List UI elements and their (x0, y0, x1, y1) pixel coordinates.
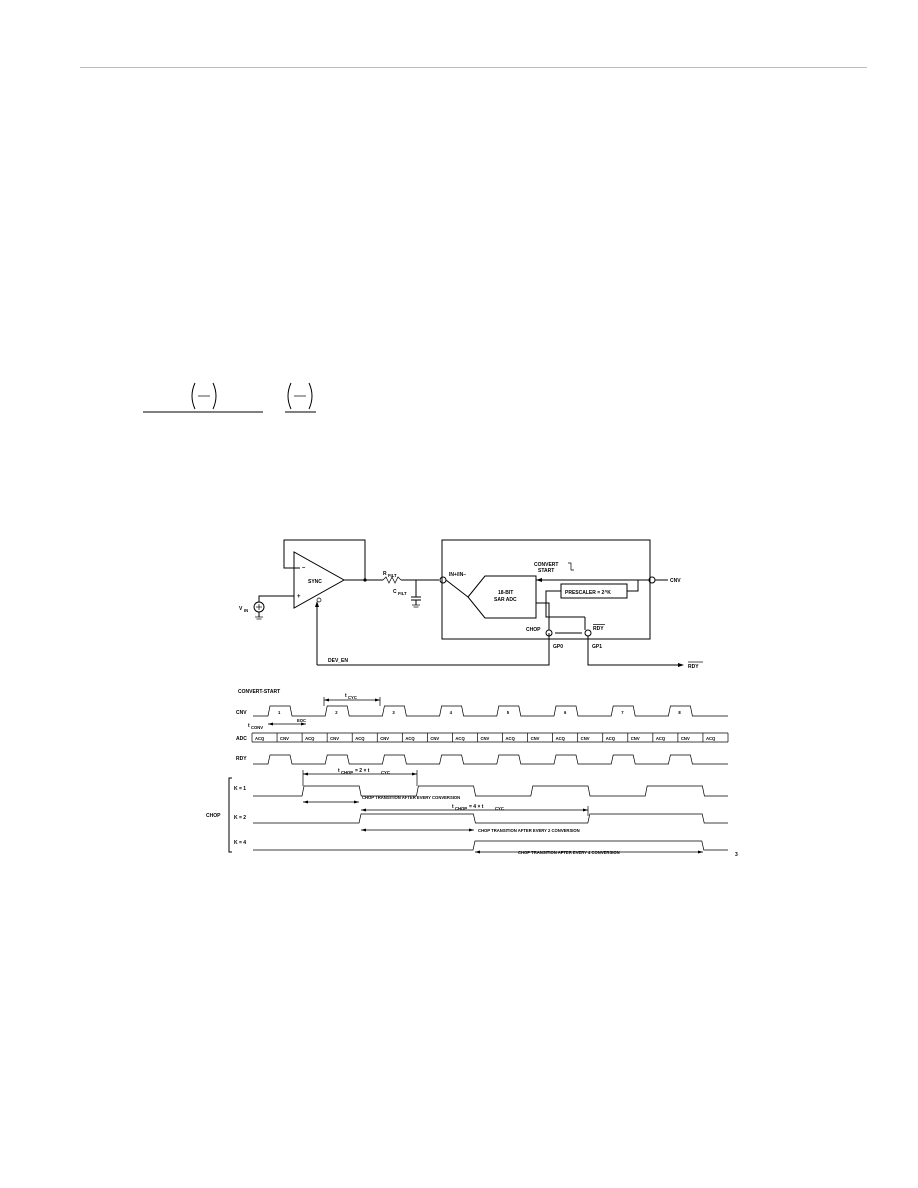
gp0-label: GP0 (553, 644, 563, 650)
gp0-pin (545, 629, 553, 637)
sar-adc (467, 575, 537, 619)
enable-pin (316, 597, 322, 603)
chop-inner-label: CHOP (526, 627, 541, 633)
rfilt-label: R (383, 571, 387, 577)
prescaler-label: PRESCALER = 2^K (565, 590, 611, 596)
adc-row-label: ADC (236, 736, 247, 742)
in-label: IN+/IN– (449, 572, 466, 578)
k2-label: K = 2 (234, 815, 246, 821)
rdy-row-label: RDY (236, 756, 247, 762)
k4-note: CHOP TRANSITION AFTER EVERY 4 CONVERSION (518, 850, 620, 855)
convert-start-line2: START (538, 568, 554, 574)
cnv-waveform: 1 2 3 4 5 6 7 8 (253, 705, 728, 717)
cfilt-sub: FILT (398, 591, 407, 596)
cnv-row-label: CNV (236, 710, 247, 716)
tchop-k2-sub: CHOP (455, 806, 467, 811)
adc-state-row: ACQ CNV ACQ CNV ACQ CNV ACQ CNV ACQ CNV ACQ CNV ACQ C… (251, 732, 729, 743)
chop-k2-waveform (253, 813, 728, 824)
vin-label: V (239, 606, 243, 612)
adc-state: CNV (380, 736, 389, 741)
conversion-number: 6 (564, 710, 567, 715)
sync-opamp (293, 551, 346, 609)
adc-state: ACQ (656, 736, 666, 741)
tchop-k1-eq: = 2 × t (355, 768, 370, 774)
rdy-output-wire (587, 636, 682, 666)
adc-state: ACQ (556, 736, 566, 741)
dev-en-wire (317, 633, 550, 666)
cnv-pin-label: CNV (670, 578, 681, 584)
adc-state: ACQ (305, 736, 315, 741)
header-rule (80, 67, 867, 68)
adc-state: ACQ (606, 736, 616, 741)
conversion-number: 1 (278, 710, 281, 715)
rdy-out-label: RDY (688, 664, 699, 670)
tchop-k1-sub2: CYC (381, 770, 390, 775)
tconv-sub: CONV (251, 725, 263, 730)
adc-state: ACQ (255, 736, 265, 741)
adc-state: CNV (681, 736, 690, 741)
rfilt-sub: FILT (388, 573, 397, 578)
figure-number: 3 (735, 852, 738, 858)
dev-en-label: DEV_EN (328, 658, 348, 664)
rdy-waveform (253, 754, 728, 765)
vin-sub: IN (244, 608, 248, 613)
k2-note: CHOP TRANSITION AFTER EVERY 2 CONVERSION (478, 828, 580, 833)
adc-state: ACQ (506, 736, 516, 741)
tchop-k1-sub: CHOP (341, 770, 353, 775)
tchop-k1-label: t (338, 768, 340, 774)
tcyc-sub: CYC (348, 695, 357, 700)
tchop-k2-sub2: CYC (495, 806, 504, 811)
adc-state: CNV (531, 736, 540, 741)
tchop-k2-eq: = 4 × t (469, 804, 484, 810)
adc-device-box (441, 539, 651, 640)
tchop-k2-label: t (452, 804, 454, 810)
adc-line1: 18-BIT (498, 590, 513, 596)
k1-label: K = 1 (234, 786, 246, 792)
gp1-pin (584, 629, 592, 637)
chop-k1-waveform (253, 785, 728, 797)
gp1-label: GP1 (592, 644, 602, 650)
equation-fragment (143, 382, 316, 413)
conversion-number: 4 (450, 710, 453, 715)
tconv-label: t (248, 723, 250, 729)
adc-state: CNV (480, 736, 489, 741)
adc-line2: SAR ADC (494, 597, 517, 603)
opamp-label: SYNC (308, 579, 322, 585)
adc-state: ACQ (405, 736, 415, 741)
adc-state: ACQ (455, 736, 465, 741)
adc-state: CNV (430, 736, 439, 741)
k4-label: K = 4 (234, 840, 246, 846)
eoc-label: EOC (297, 718, 306, 723)
adc-state: CNV (330, 736, 339, 741)
conversion-number: 2 (335, 710, 338, 715)
adc-state: CNV (581, 736, 590, 741)
adc-state: ACQ (706, 736, 716, 741)
convert-start-line1: CONVERT (534, 562, 558, 568)
opamp-plus: + (297, 594, 301, 600)
k1-note: CHOP TRANSITION AFTER EVERY CONVERSION (362, 795, 460, 800)
convert-start-label: CONVERT-START (238, 689, 280, 695)
feedback-wire (283, 539, 366, 580)
in-pin (439, 576, 447, 584)
rdy-inner-label: RDY (593, 626, 604, 632)
rfilt-resistor (382, 576, 402, 584)
cfilt-label: C (393, 589, 397, 595)
conversion-number: 8 (678, 710, 681, 715)
conversion-number: 5 (507, 710, 510, 715)
adc-state: CNV (631, 736, 640, 741)
adc-state: ACQ (355, 736, 365, 741)
chop-k4-waveform (253, 840, 728, 851)
output-node (363, 578, 367, 582)
opamp-minus: – (302, 565, 306, 571)
adc-state: CNV (280, 736, 289, 741)
conversion-number: 7 (621, 710, 624, 715)
conversion-number: 3 (392, 710, 395, 715)
chop-bracket (228, 777, 232, 853)
tcyc-label: t (345, 693, 347, 699)
chop-group-label: CHOP (206, 813, 221, 819)
